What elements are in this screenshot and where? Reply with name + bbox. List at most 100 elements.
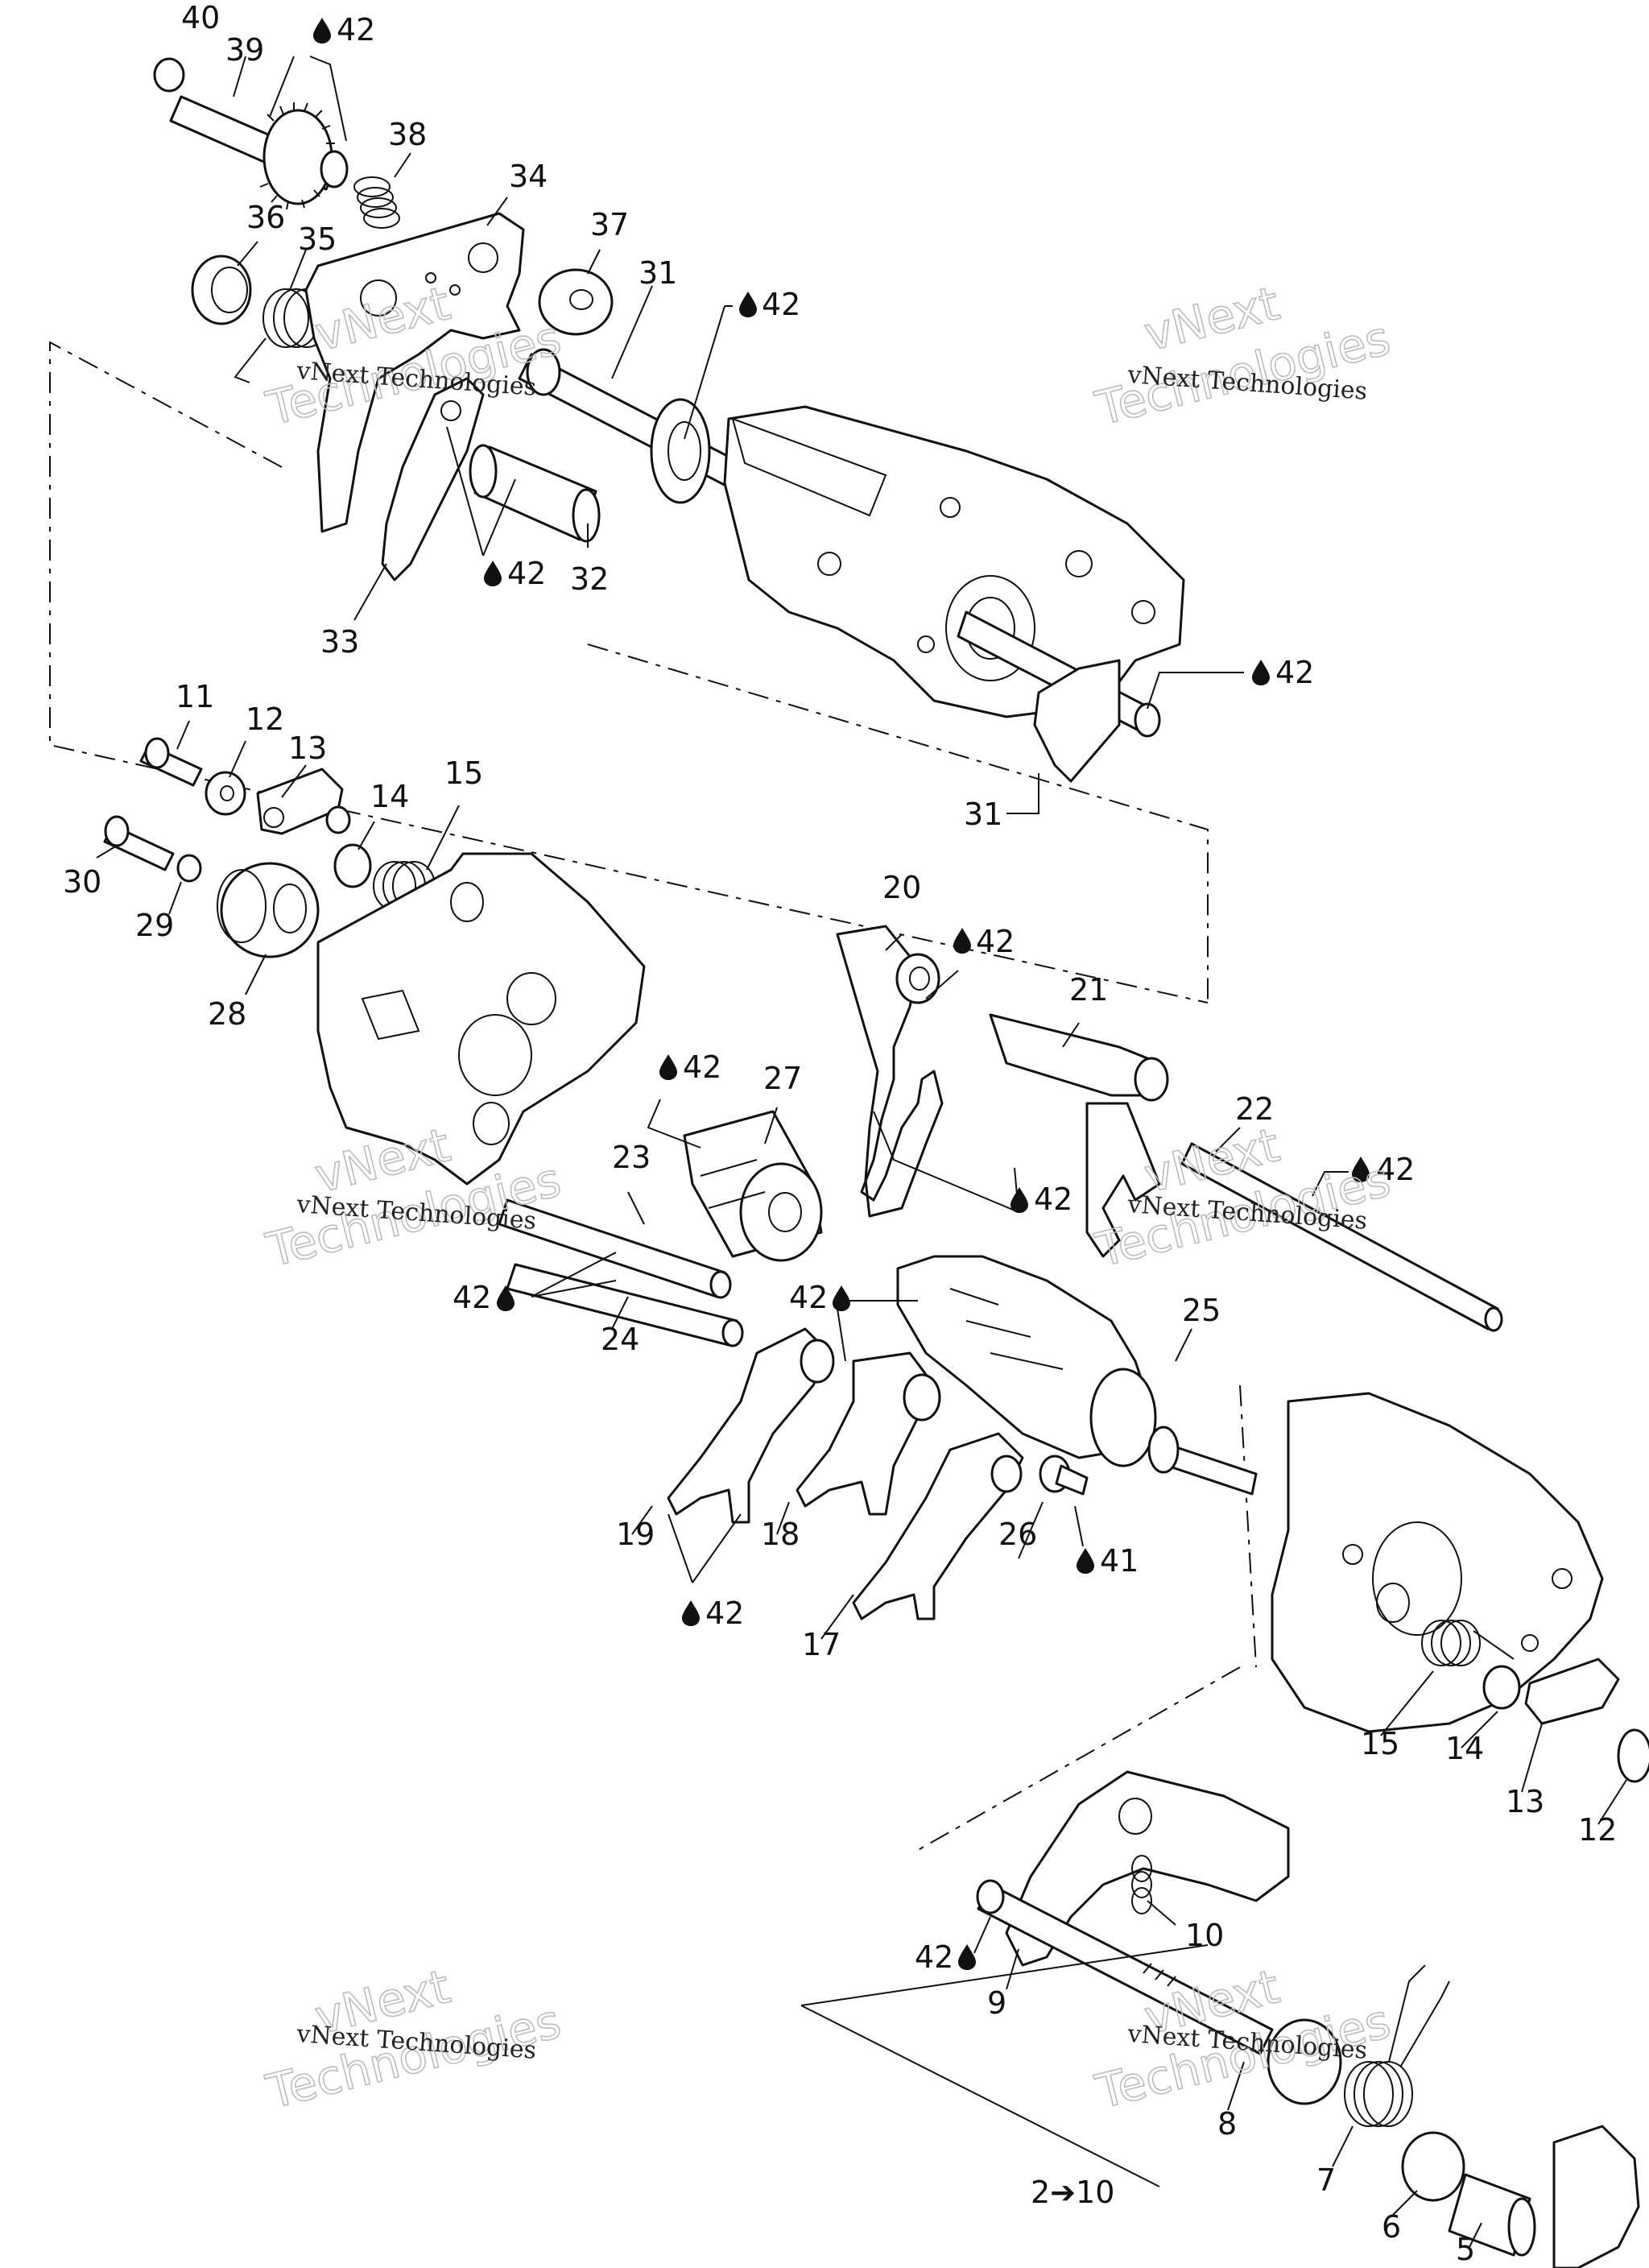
callout-label: 42 xyxy=(915,1939,953,1975)
plate-13-right xyxy=(1524,1658,1620,1725)
washer-40 xyxy=(153,57,185,93)
callout-label: 12 xyxy=(246,702,284,737)
callout-label: 22 xyxy=(1235,1091,1274,1127)
callout-label: 39 xyxy=(225,32,264,68)
oil-drop-icon xyxy=(682,1600,700,1626)
callout-label: 42 xyxy=(507,556,546,591)
washer-12-right xyxy=(1617,1728,1649,1783)
washer-14-right xyxy=(1482,1665,1521,1710)
callout-label: 12 xyxy=(1578,1812,1617,1848)
oil-drop-icon xyxy=(659,1054,677,1080)
callout-label: 42 xyxy=(789,1280,828,1315)
callout-label: 31 xyxy=(639,255,677,291)
callout-label: 26 xyxy=(998,1517,1037,1552)
oil-drop-icon xyxy=(1252,660,1270,685)
callout-label: 42 xyxy=(1034,1182,1072,1217)
callout-label: 25 xyxy=(1182,1293,1221,1328)
callout-label: 14 xyxy=(1445,1731,1484,1766)
callout-label: 42 xyxy=(762,287,800,322)
washer-29 xyxy=(176,854,202,883)
shift-fork-20 xyxy=(836,925,944,1218)
oil-drop-icon xyxy=(833,1285,850,1311)
callout-label: 18 xyxy=(761,1517,800,1552)
callout-label: 23 xyxy=(612,1140,651,1175)
oil-drop-icon xyxy=(484,561,502,586)
callout-label: 9 xyxy=(987,1985,1006,2021)
spring-10 xyxy=(1131,1855,1152,1914)
spring-7 xyxy=(1344,1964,1450,2127)
callout-label: 30 xyxy=(63,864,101,900)
callout-label: 38 xyxy=(388,117,427,152)
oil-drop-icon xyxy=(958,1944,976,1970)
callout-labels: 40 39 42 38 34 36 35 37 31 42 42 32 33 4… xyxy=(63,0,1617,2267)
callout-label: 7 xyxy=(1316,2162,1336,2198)
callout-label: 21 xyxy=(1069,972,1108,1008)
lever-plate-34 xyxy=(304,212,525,533)
callout-label: 20 xyxy=(882,870,921,905)
gear-sector-31 xyxy=(1033,659,1121,783)
callout-label: 24 xyxy=(601,1322,639,1357)
bushing-36 xyxy=(191,255,252,325)
callout-label: 6 xyxy=(1382,2209,1401,2245)
washer-12 xyxy=(205,771,246,816)
oil-drop-icon xyxy=(313,18,331,43)
callout-label: 17 xyxy=(802,1627,841,1662)
lower-shift-shaft-assembly xyxy=(976,1770,1640,2268)
callout-label: 27 xyxy=(763,1061,802,1096)
washer-37 xyxy=(538,268,614,336)
callout-label: 8 xyxy=(1217,2106,1237,2142)
shift-cover-right xyxy=(1271,1392,1604,1733)
callout-label: 19 xyxy=(616,1517,655,1552)
callout-label: 29 xyxy=(135,908,174,943)
callout-label: 42 xyxy=(453,1280,491,1315)
callout-label: 42 xyxy=(705,1595,744,1631)
callout-label: 32 xyxy=(570,561,609,597)
callout-label: 13 xyxy=(1506,1784,1544,1819)
callout-label: 14 xyxy=(370,779,409,814)
middle-shift-assembly xyxy=(103,737,1649,1783)
cam-28 xyxy=(220,862,320,958)
shift-cover-left xyxy=(316,852,646,1186)
callout-label: 35 xyxy=(298,221,337,257)
callout-label: 5 xyxy=(1456,2232,1475,2267)
callout-label: 2➔10 xyxy=(1031,2175,1114,2210)
shift-fork-21 xyxy=(1085,1102,1161,1258)
oil-drop-icon xyxy=(1077,1548,1094,1574)
oil-drop-icon xyxy=(953,928,971,954)
washer-14 xyxy=(333,843,372,888)
bushing-8 xyxy=(1267,2018,1342,2105)
callout-label: 36 xyxy=(246,200,285,235)
upper-shaft-assembly xyxy=(153,57,1185,783)
callout-label: 42 xyxy=(337,12,375,48)
callout-label: 42 xyxy=(976,924,1015,959)
callout-label: 10 xyxy=(1185,1918,1224,1953)
washer-6 xyxy=(1401,2131,1465,2202)
callout-label: 15 xyxy=(444,755,483,791)
oil-drop-icon xyxy=(1010,1187,1028,1213)
gear-39 xyxy=(262,109,333,205)
callout-label: 28 xyxy=(208,996,246,1032)
shaft-21 xyxy=(989,1013,1161,1097)
callout-label: 42 xyxy=(683,1049,721,1085)
callout-label: 42 xyxy=(1376,1152,1415,1187)
assembly-guide-lines xyxy=(49,341,1257,1853)
spring-38 xyxy=(353,176,400,229)
gear-31-upper xyxy=(650,398,711,504)
callout-label: 33 xyxy=(320,624,359,660)
shift-arm xyxy=(1552,2125,1640,2268)
callout-label: 11 xyxy=(176,679,214,714)
shift-lever-9 xyxy=(1005,1770,1290,1967)
spring-15-right xyxy=(1421,1620,1515,1666)
leader-lines xyxy=(96,56,1627,2248)
lever-arm-33 xyxy=(381,377,485,581)
callout-label: 31 xyxy=(964,797,1002,832)
callout-label: 34 xyxy=(509,159,548,194)
oil-drop-icon xyxy=(739,292,757,317)
callout-label: 15 xyxy=(1361,1726,1399,1761)
callout-label: 13 xyxy=(288,730,327,766)
callout-label: 41 xyxy=(1100,1543,1139,1579)
callout-label: 40 xyxy=(181,0,220,35)
callout-label: 42 xyxy=(1275,655,1314,690)
callout-label: 37 xyxy=(590,207,629,242)
